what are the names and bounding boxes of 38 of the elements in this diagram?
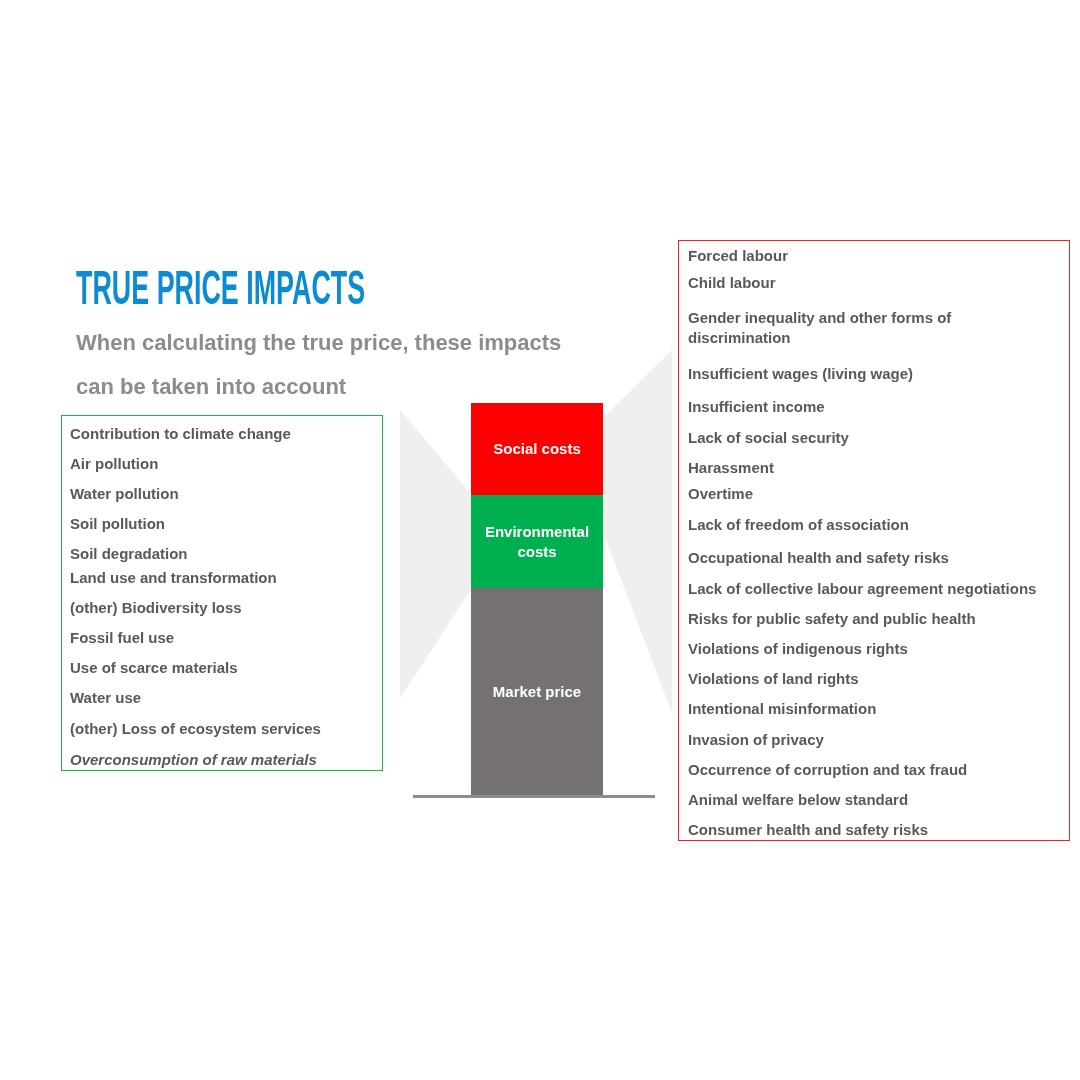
impact-item: Forced labour [688,246,788,266]
environmental-impacts-panel [61,415,383,771]
impact-item: Water pollution [70,484,179,504]
impact-item: Lack of freedom of association [688,515,909,535]
impact-item: Consumer health and safety risks [688,820,929,840]
impact-item: Lack of social security [688,428,849,448]
impact-item: Risks for public safety and public health [688,609,976,629]
impact-item: Insufficient income [688,397,825,417]
impact-item: Land use and transformation [70,568,277,588]
social-costs-segment: Social costs [471,403,603,495]
impact-item: Use of scarce materials [70,658,238,678]
impact-item: Air pollution [70,454,159,474]
impact-item: (other) Loss of ecosystem services [70,719,321,739]
impact-item: Contribution to climate change [70,424,291,444]
impact-item: Invasion of privacy [688,730,824,750]
impact-item: Intentional misinformation [688,699,877,719]
market-price-segment: Market price [471,588,603,795]
impact-item: (other) Biodiversity loss [70,598,242,618]
impact-item: Gender inequality and other forms of discrimination [688,308,953,348]
impact-item: Overconsumption of raw materials [70,750,317,770]
impact-item: Animal welfare below standard [688,790,909,810]
impact-item: Violations of land rights [688,669,859,689]
social-impacts-panel [678,240,1070,841]
impact-item: Fossil fuel use [70,628,175,648]
subtitle: When calculating the true price, these impacts can be taken into account [76,329,563,401]
impact-item: Occupational health and safety risks [688,548,949,568]
environmental-costs-segment: Environmental costs [471,495,603,588]
impact-item: Water use [70,688,142,708]
impact-item: Occurrence of corruption and tax fraud [688,760,968,780]
title: TRUE PRICE IMPACTS [76,264,366,312]
impact-item: Soil pollution [70,514,165,534]
impact-item: Overtime [688,484,754,504]
impact-item: Insufficient wages (living wage) [688,364,914,384]
impact-item: Child labour [688,273,776,293]
impact-item: Soil degradation [70,544,188,564]
impact-item: Violations of indigenous rights [688,639,908,659]
impact-item: Lack of collective labour agreement negotiations [688,579,1037,599]
impact-item: Harassment [688,458,774,478]
